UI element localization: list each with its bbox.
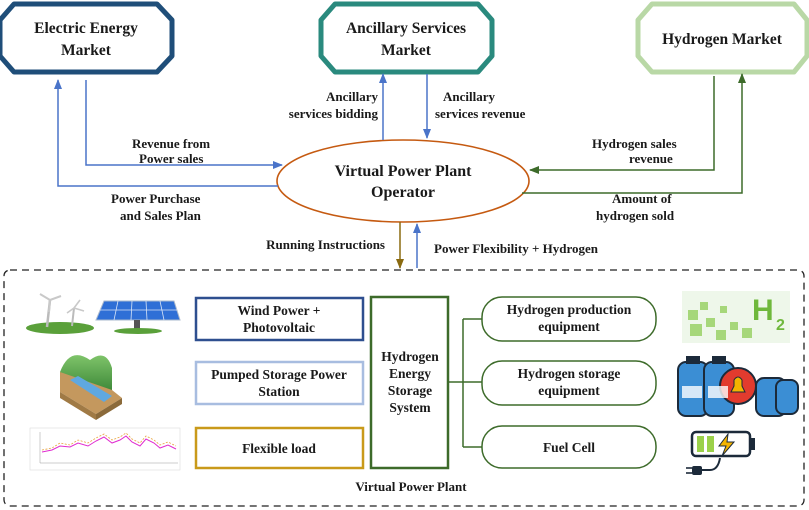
load-curve-thumbnail — [29, 427, 181, 471]
pumped-storage-icon — [60, 355, 122, 420]
h2-revenue-label-2: revenue — [629, 151, 673, 166]
pumped-storage-label-2: Station — [258, 384, 300, 399]
ancillary-services-market: Ancillary Services Market — [318, 1, 495, 75]
wind-pv-label-1: Wind Power + — [238, 303, 321, 318]
pumped-storage-label-1: Pumped Storage Power — [211, 367, 347, 382]
revenue-power-arrow — [85, 80, 283, 169]
h2-storage-label-1: Hydrogen storage — [518, 366, 621, 381]
operator-label-1: Virtual Power Plant — [335, 163, 473, 180]
hess-label-2: Energy — [389, 366, 431, 381]
hess-connector — [448, 318, 482, 448]
electric-market-label-1: Electric Energy — [34, 20, 138, 37]
revenue-power-label-1: Revenue from — [132, 136, 210, 151]
solar-panel-icon — [95, 300, 181, 334]
wind-pv-box: Wind Power + Photovoltaic — [194, 296, 365, 342]
vpp-operator: Virtual Power Plant Operator — [276, 139, 530, 223]
fuel-cell-label: Fuel Cell — [543, 440, 595, 455]
wind-turbine-icon — [26, 293, 94, 334]
h2-storage-label-2: equipment — [538, 383, 600, 398]
pumped-storage-box: Pumped Storage Power Station — [194, 360, 365, 406]
flexible-load-box: Flexible load — [194, 426, 365, 470]
ancillary-flows — [379, 73, 431, 140]
anc-revenue-label-1: Ancillary — [443, 89, 495, 104]
h2-revenue-arrow — [529, 76, 715, 174]
anc-revenue-label-2: services revenue — [435, 106, 526, 121]
hydrogen-h2-icon: H 2 — [682, 291, 790, 343]
power-flexibility-label: Power Flexibility + Hydrogen — [434, 241, 599, 256]
hydrogen-market: Hydrogen Market — [635, 1, 809, 75]
electric-energy-market: Electric Energy Market — [0, 1, 175, 75]
plant-flows — [396, 222, 421, 269]
hydrogen-energy-storage-system: Hydrogen Energy Storage System — [369, 295, 450, 470]
h2-amount-label-2: hydrogen sold — [596, 208, 675, 223]
revenue-power-label-2: Power sales — [139, 151, 203, 166]
h2-amount-label-1: Amount of — [612, 191, 672, 206]
h2-icon-subscript: 2 — [776, 317, 785, 334]
hess-label-4: System — [389, 400, 431, 415]
fuel-cell-box: Fuel Cell — [481, 425, 657, 469]
h2-production-label-1: Hydrogen production — [507, 302, 632, 317]
h2-production-label-2: equipment — [538, 319, 600, 334]
h2-amount-arrow — [522, 73, 746, 194]
hydrogen-flows — [522, 73, 746, 194]
wind-pv-label-2: Photovoltaic — [243, 320, 315, 335]
h2-production-box: Hydrogen production equipment — [481, 296, 657, 342]
electric-flows — [54, 79, 283, 187]
fuel-cell-battery-icon — [686, 430, 755, 475]
hess-label-3: Storage — [388, 383, 432, 398]
virtual-power-plant-title: Virtual Power Plant — [355, 479, 467, 494]
purchase-plan-label-1: Power Purchase — [111, 191, 201, 206]
purchase-plan-arrow — [54, 79, 278, 187]
running-instructions-label: Running Instructions — [266, 237, 385, 252]
anc-bidding-label-1: Ancillary — [326, 89, 378, 104]
electric-market-label-2: Market — [61, 42, 112, 59]
operator-label-2: Operator — [371, 184, 435, 201]
ancillary-market-label-1: Ancillary Services — [346, 20, 466, 37]
h2-icon-letter: H — [752, 294, 774, 327]
h2-revenue-label-1: Hydrogen sales — [592, 136, 677, 151]
flexible-load-label: Flexible load — [242, 441, 316, 456]
hess-label-1: Hydrogen — [381, 349, 439, 364]
ancillary-market-label-2: Market — [381, 42, 432, 59]
anc-bidding-label-2: services bidding — [289, 106, 379, 121]
h2-storage-box: Hydrogen storage equipment — [481, 360, 657, 406]
purchase-plan-label-2: and Sales Plan — [120, 208, 202, 223]
hydrogen-tanks-icon — [677, 356, 799, 417]
hydrogen-market-label: Hydrogen Market — [662, 31, 783, 48]
